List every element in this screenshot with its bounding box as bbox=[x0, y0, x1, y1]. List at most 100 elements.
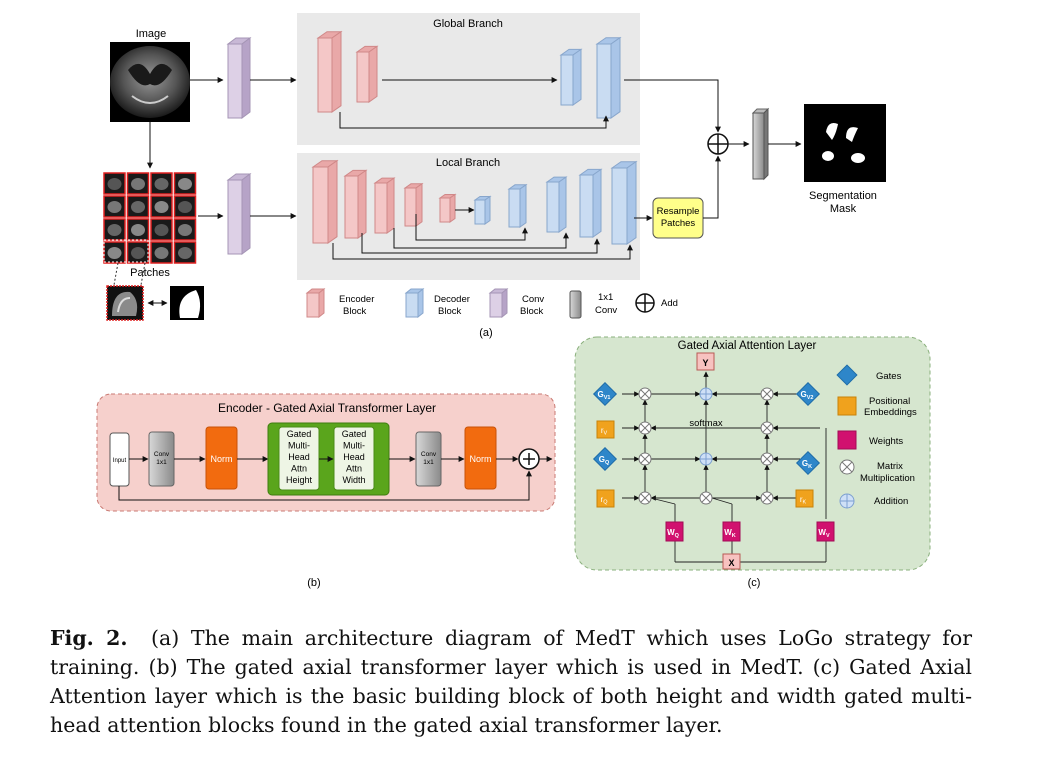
resample-label-2: Patches bbox=[661, 218, 696, 229]
global-decoder-block-1 bbox=[559, 48, 583, 106]
weight-wv: WV bbox=[816, 521, 835, 542]
segmentation-mask-image bbox=[804, 104, 886, 182]
panel-c-box bbox=[574, 336, 931, 571]
patches-grid bbox=[103, 172, 197, 264]
attn-line: Attn bbox=[346, 464, 362, 474]
local-decoder-block-4 bbox=[578, 168, 603, 238]
global-decoder-block-2 bbox=[595, 36, 622, 119]
attn-line: Multi- bbox=[288, 441, 310, 451]
softmax-label: softmax bbox=[689, 418, 723, 429]
legend-weight-swatch bbox=[837, 430, 857, 450]
matrix-mult-node bbox=[638, 452, 652, 466]
input-x-box bbox=[722, 553, 741, 570]
panel-c-tag: (c) bbox=[748, 577, 761, 589]
skip-2 bbox=[393, 228, 569, 249]
patch-tile bbox=[173, 218, 197, 241]
ultrasound-image bbox=[110, 42, 190, 122]
norm-block-1 bbox=[205, 426, 238, 490]
matrix-mult-node bbox=[638, 491, 652, 505]
panel-b-tag: (b) bbox=[307, 577, 320, 589]
local-skip-connections bbox=[332, 207, 633, 260]
legend-weights: Weights bbox=[869, 436, 903, 447]
local-encoder-block-2 bbox=[343, 169, 368, 239]
patch-tile bbox=[150, 218, 173, 241]
gate-gq: GQ bbox=[592, 446, 618, 472]
attn-line: Head bbox=[343, 452, 365, 462]
zoomed-mask bbox=[170, 286, 204, 320]
legend-mm-1: Matrix bbox=[877, 461, 903, 472]
addition-node bbox=[699, 387, 713, 401]
patch-tile bbox=[103, 241, 126, 264]
svg-text:GV2: GV2 bbox=[801, 390, 814, 401]
global-branch-title: Global Branch bbox=[433, 18, 503, 30]
matrix-mult-node bbox=[638, 387, 652, 401]
local-decoder-block-2 bbox=[507, 183, 528, 228]
conv-block-global bbox=[226, 37, 252, 119]
matrix-mult-node bbox=[760, 387, 774, 401]
matrix-mult-node bbox=[699, 491, 713, 505]
selected-patch-outline bbox=[103, 239, 149, 263]
local-decoder-block-1 bbox=[473, 195, 492, 225]
patch-tile bbox=[150, 195, 173, 218]
panel-a-tag: (a) bbox=[479, 327, 492, 339]
pos-emb-rv: rV bbox=[596, 420, 615, 439]
weight-wk: WK bbox=[722, 521, 741, 542]
local-encoder-block-4 bbox=[403, 182, 424, 227]
legend-pos-2: Embeddings bbox=[864, 407, 917, 418]
local-decoder-block-5 bbox=[610, 160, 638, 245]
local-encoder-block-1 bbox=[311, 159, 339, 244]
svg-text:rK: rK bbox=[800, 495, 807, 506]
svg-text:WK: WK bbox=[724, 528, 736, 539]
local-decoder-block-3 bbox=[545, 176, 568, 233]
conv-block-local bbox=[226, 173, 252, 255]
patch-tile bbox=[103, 195, 126, 218]
gate-gv2: GV2 bbox=[795, 381, 821, 407]
legend-c: Gates Positional Embeddings Weights Matr… bbox=[836, 364, 917, 509]
panel-c-title: Gated Axial Attention Layer bbox=[678, 340, 817, 352]
legend-conv-swatch bbox=[488, 287, 509, 319]
attn-line: Attn bbox=[291, 464, 307, 474]
skip-1 bbox=[415, 214, 528, 241]
residual-add-node bbox=[518, 448, 540, 470]
patch-tile bbox=[126, 218, 150, 241]
legend-1x1-1: 1x1 bbox=[598, 292, 613, 303]
global-encoder-block-1 bbox=[316, 30, 343, 113]
legend-decoder-2: Block bbox=[438, 306, 461, 317]
attn-line: Multi- bbox=[343, 441, 365, 451]
global-encoder-block-2 bbox=[355, 45, 379, 103]
panel-a: Image Global Branch Patches bbox=[103, 13, 886, 339]
weight-wq: WQ bbox=[665, 521, 684, 542]
patch-tile bbox=[103, 172, 126, 195]
add-node bbox=[707, 133, 729, 155]
figure-caption: Fig. 2. (a) The main architecture diagra… bbox=[50, 624, 972, 740]
legend-encoder-2: Block bbox=[343, 306, 366, 317]
legend-addition-swatch bbox=[839, 493, 855, 509]
legend-pos-1: Positional bbox=[869, 396, 910, 407]
figure-canvas: Image Global Branch Patches bbox=[96, 13, 931, 589]
legend-encoder-1: Encoder bbox=[339, 294, 374, 305]
gate-gk: GK bbox=[795, 450, 821, 476]
legend-mm-swatch bbox=[839, 459, 855, 475]
skip-4 bbox=[332, 243, 633, 260]
legend-a: Encoder Block Decoder Block Conv Block 1… bbox=[305, 287, 678, 319]
legend-decoder-swatch bbox=[404, 287, 425, 319]
patch-tile bbox=[173, 241, 197, 264]
input-label: Input bbox=[113, 458, 127, 464]
local-encoder-block-3 bbox=[373, 177, 396, 234]
legend-gate-swatch bbox=[836, 364, 858, 386]
patches-label: Patches bbox=[130, 267, 170, 279]
local-blocks bbox=[311, 159, 638, 245]
svg-text:WQ: WQ bbox=[667, 528, 680, 539]
skip-3 bbox=[361, 233, 600, 254]
global-blocks bbox=[316, 30, 622, 119]
attn-line: Width bbox=[342, 475, 365, 485]
patch-tile bbox=[103, 218, 126, 241]
norm-label-1: Norm bbox=[211, 454, 233, 464]
conv1-label-2: 1x1 bbox=[156, 459, 167, 466]
legend-1x1-2: Conv bbox=[595, 305, 617, 316]
zoomed-patch bbox=[106, 285, 144, 321]
resample-label-1: Resample bbox=[657, 206, 700, 217]
